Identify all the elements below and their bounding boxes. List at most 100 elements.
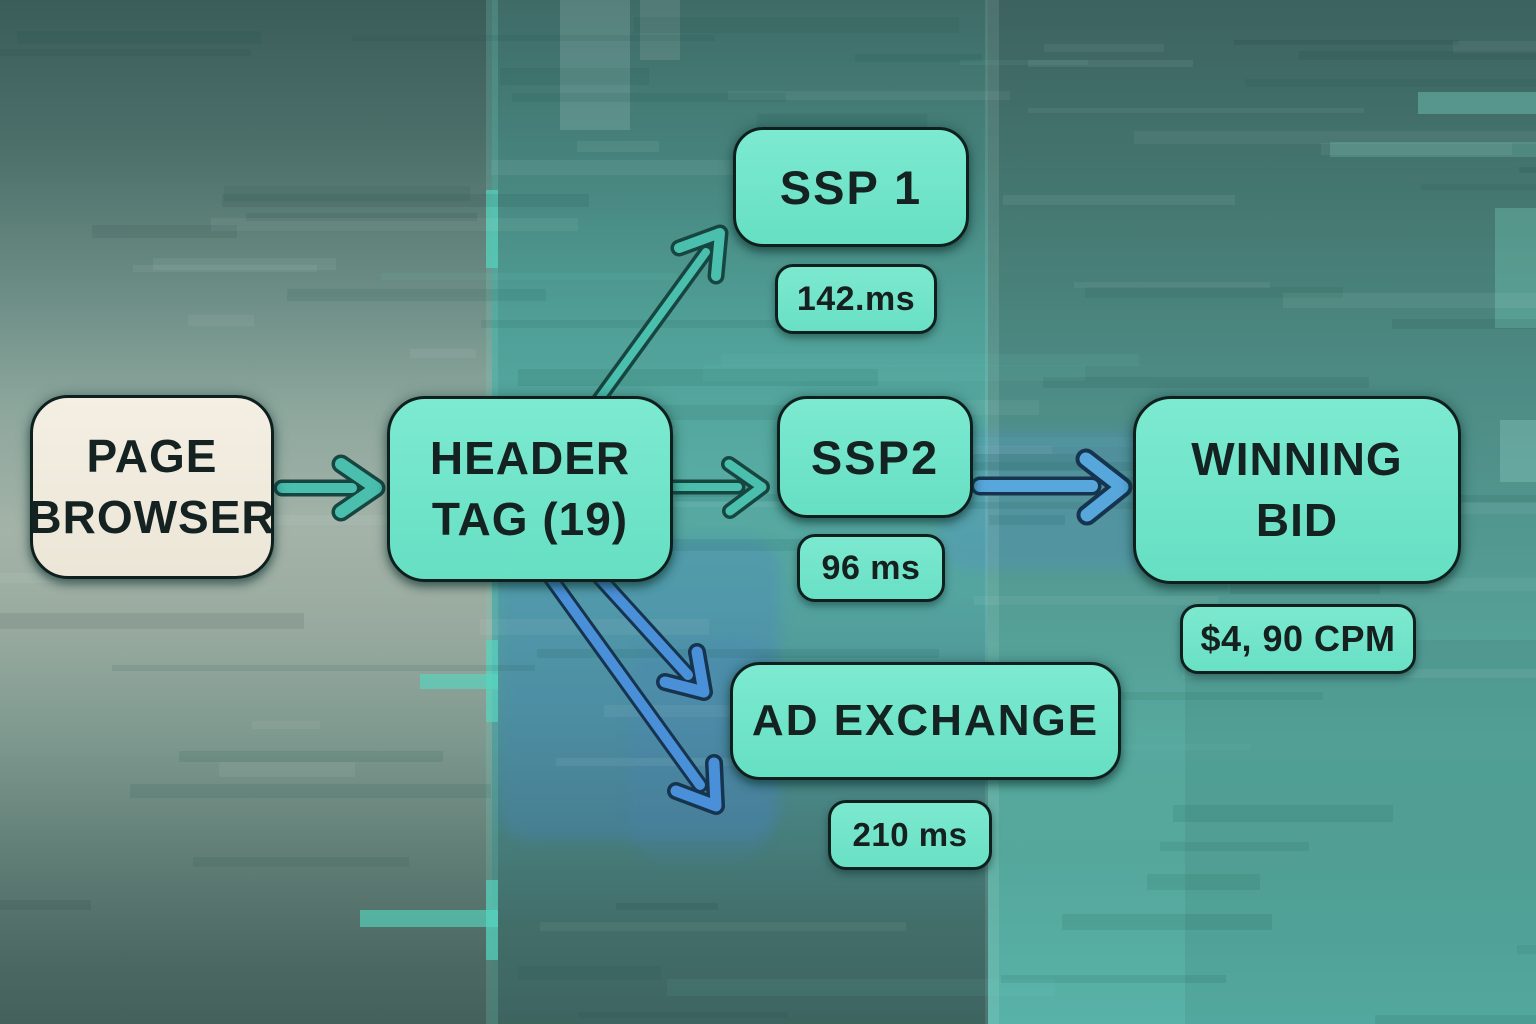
glitch-stripe [179, 751, 443, 762]
glitch-stripe [1421, 184, 1536, 190]
glitch-stripe [577, 502, 949, 507]
background-glitch-segment [486, 190, 498, 268]
background-blue-haze [940, 430, 1160, 570]
glitch-stripe [512, 93, 786, 102]
glitch-stripe [0, 49, 251, 56]
glitch-stripe [219, 762, 355, 777]
glitch-stripe [17, 31, 261, 44]
node-page-browser-line2: BROWSER [28, 491, 276, 543]
glitch-stripe [757, 114, 927, 128]
background-glitch-segment [1418, 92, 1536, 114]
node-header-tag-line1: HEADER [429, 432, 631, 485]
glitch-stripe [814, 437, 1245, 447]
glitch-stripe [676, 494, 871, 501]
glitch-stripe [960, 60, 1088, 65]
background-glitch-segment [1495, 208, 1536, 328]
background-glitch-segment [420, 674, 498, 689]
background-glitch-segment [486, 880, 498, 960]
arrow-headertag-to-ssp1 [589, 224, 729, 410]
node-ssp2-label: SSP2 [810, 430, 940, 484]
glitch-stripe [889, 502, 1263, 509]
arrow-headertag-to-adexchange-latency [542, 569, 725, 815]
glitch-stripe [1028, 108, 1364, 113]
glitch-stripe [1062, 914, 1272, 930]
glitch-stripe [92, 225, 237, 238]
node-winning-bid: WINNING BID [1133, 396, 1461, 584]
latency-ssp1-value: 142.ms [796, 279, 916, 318]
glitch-stripe [1321, 143, 1512, 155]
latency-ssp2-value: 96 ms [821, 548, 921, 587]
glitch-stripe [133, 265, 317, 272]
latency-badge-ssp2: 96 ms [797, 534, 945, 602]
glitch-stripe [855, 54, 982, 62]
node-ad-exchange-label: AD EXCHANGE [751, 696, 1100, 745]
glitch-stripe [1147, 874, 1260, 890]
latency-badge-ad-exchange: 210 ms [828, 800, 992, 870]
node-ssp1-label: SSP 1 [779, 160, 923, 214]
glitch-stripe [518, 966, 661, 980]
node-winning-bid-line1: WINNING [1191, 433, 1403, 486]
background-glitch-segment [560, 0, 630, 130]
glitch-stripe [1160, 842, 1309, 851]
glitch-stripe [989, 515, 1065, 525]
node-ssp2: SSP2 [777, 396, 973, 518]
background-glitch-segment [486, 640, 498, 722]
glitch-stripe [1453, 41, 1536, 53]
glitch-stripe [1134, 131, 1536, 144]
glitch-stripe [491, 160, 753, 175]
node-ad-exchange: AD EXCHANGE [730, 662, 1121, 780]
background-glitch-segment [640, 0, 680, 60]
glitch-stripe [1003, 195, 1235, 205]
glitch-stripe [616, 903, 718, 910]
glitch-stripe [188, 315, 254, 326]
glitch-stripe [1519, 167, 1536, 173]
arrow-pagebrowser-to-headertag [273, 454, 386, 522]
glitch-stripe [381, 273, 677, 280]
glitch-stripe [352, 35, 715, 41]
glitch-stripe [1517, 945, 1536, 954]
glitch-stripe [703, 365, 1085, 381]
glitch-stripe [721, 354, 1139, 366]
glitch-stripe [537, 649, 939, 658]
glitch-stripe [1392, 319, 1536, 329]
glitch-stripe [634, 17, 959, 33]
glitch-stripe [540, 922, 906, 931]
glitch-stripe [165, 515, 549, 525]
node-header-tag-line2: TAG (19) [431, 493, 629, 545]
background-glitch-segment [1500, 420, 1536, 482]
arrow-ssp2-to-winningbid [970, 448, 1133, 526]
glitch-stripe [224, 186, 470, 201]
glitch-stripe [246, 213, 477, 221]
glitch-stripe [1283, 293, 1536, 308]
node-winning-bid-line2: BID [1255, 494, 1339, 546]
glitch-stripe [193, 857, 409, 867]
cpm-badge-winning-bid: $4, 90 CPM [1180, 604, 1416, 674]
glitch-stripe [211, 218, 578, 231]
background-glitch-segment [360, 910, 498, 927]
glitch-stripe [974, 596, 1218, 605]
glitch-stripe [130, 784, 491, 798]
node-header-tag: HEADER TAG (19) [387, 396, 673, 582]
glitch-stripe [1119, 744, 1251, 750]
glitch-stripe [577, 141, 659, 152]
glitch-stripe [578, 1012, 788, 1018]
glitch-stripe [222, 194, 589, 207]
glitch-stripe [0, 900, 91, 910]
glitch-stripe [0, 613, 304, 629]
glitch-stripe [1043, 377, 1369, 388]
background-glitch-segment [1185, 640, 1536, 1024]
glitch-stripe [1173, 805, 1393, 822]
glitch-stripe [667, 979, 1055, 996]
glitch-stripe [112, 665, 535, 671]
latency-badge-ssp1: 142.ms [775, 264, 937, 334]
node-page-browser-line1: PAGE [86, 430, 218, 483]
glitch-stripe [1044, 44, 1164, 52]
background-glitch-segment [1330, 142, 1536, 157]
glitch-stripe [1028, 60, 1193, 67]
glitch-stripe [1299, 51, 1536, 60]
glitch-stripe [1234, 40, 1459, 45]
arrow-headertag-to-ssp2 [664, 456, 770, 519]
latency-ad-exchange-value: 210 ms [852, 816, 968, 853]
